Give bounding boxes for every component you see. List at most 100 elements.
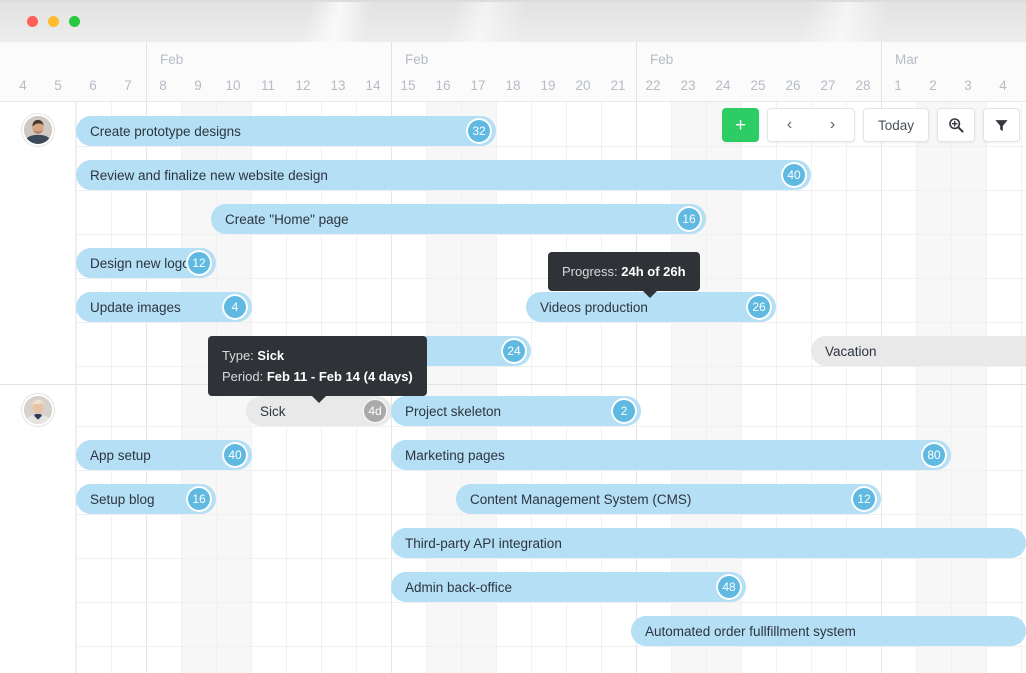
row-separator-9 bbox=[0, 558, 1026, 559]
tooltip-value: 24h of 26h bbox=[621, 264, 686, 279]
task-bar[interactable]: Automated order fullfillment system bbox=[631, 616, 1026, 646]
day-label-26: 2 bbox=[929, 78, 937, 93]
day-gridline-25 bbox=[916, 102, 917, 673]
month-label-1: Feb bbox=[405, 52, 429, 67]
filter-button[interactable] bbox=[983, 108, 1020, 142]
task-bar[interactable]: Vacation bbox=[811, 336, 1026, 366]
tooltip-label: Progress: bbox=[562, 264, 622, 279]
day-label-8: 12 bbox=[295, 78, 311, 93]
day-label-10: 14 bbox=[365, 78, 381, 93]
task-bar[interactable]: Third-party API integration bbox=[391, 528, 1026, 558]
task-bar-badge: 24 bbox=[501, 338, 527, 364]
task-bar-badge: 48 bbox=[716, 574, 742, 600]
day-label-5: 9 bbox=[194, 78, 202, 93]
week-gridline-3 bbox=[881, 102, 882, 673]
day-gridline-16 bbox=[601, 102, 602, 673]
task-bar-label: Content Management System (CMS) bbox=[470, 491, 692, 507]
task-bar[interactable]: Marketing pages 80 bbox=[391, 440, 951, 470]
zoom-window-button[interactable] bbox=[69, 16, 80, 27]
week-gridline-0 bbox=[146, 102, 147, 673]
navigation-buttons: ‹ › bbox=[767, 108, 855, 142]
day-label-24: 28 bbox=[855, 78, 871, 93]
row-separator-3 bbox=[0, 278, 1026, 279]
day-label-23: 27 bbox=[820, 78, 836, 93]
tooltip-line: Period: Feb 11 - Feb 14 (4 days) bbox=[222, 366, 413, 387]
day-gridline-18 bbox=[671, 102, 672, 673]
task-bar-badge: 4d bbox=[362, 398, 388, 424]
close-window-button[interactable] bbox=[27, 16, 38, 27]
day-label-9: 13 bbox=[330, 78, 346, 93]
task-bar[interactable]: Content Management System (CMS)12 bbox=[456, 484, 881, 514]
group-divider-line bbox=[0, 384, 1026, 385]
day-gridline-22 bbox=[811, 102, 812, 673]
day-label-14: 18 bbox=[505, 78, 521, 93]
day-gridline-27 bbox=[986, 102, 987, 673]
task-bar-badge: 4 bbox=[222, 294, 248, 320]
month-label-2: Feb bbox=[650, 52, 674, 67]
header-week-separator-1 bbox=[391, 42, 392, 102]
month-label-0: Feb bbox=[160, 52, 184, 67]
week-gridline-2 bbox=[636, 102, 637, 673]
day-label-20: 24 bbox=[715, 78, 731, 93]
row-separator-5 bbox=[0, 366, 1026, 367]
task-bar-badge: 26 bbox=[746, 294, 772, 320]
task-bar-label: Marketing pages bbox=[405, 447, 505, 463]
header-week-separator-3 bbox=[881, 42, 882, 102]
tooltip-line: Progress: 24h of 26h bbox=[562, 261, 686, 282]
task-bar-badge: 40 bbox=[781, 162, 807, 188]
day-label-12: 16 bbox=[435, 78, 451, 93]
day-label-18: 22 bbox=[645, 78, 661, 93]
task-bar[interactable]: Review and finalize new website design 40 bbox=[76, 160, 811, 190]
minimize-window-button[interactable] bbox=[48, 16, 59, 27]
day-label-11: 15 bbox=[400, 78, 416, 93]
filter-icon bbox=[995, 119, 1008, 131]
row-separator-11 bbox=[0, 646, 1026, 647]
row-separator-10 bbox=[0, 602, 1026, 603]
day-label-13: 17 bbox=[470, 78, 486, 93]
resource-avatar-2[interactable] bbox=[22, 394, 54, 426]
chrome-sheen bbox=[0, 2, 1026, 42]
day-label-22: 26 bbox=[785, 78, 801, 93]
day-gridline-14 bbox=[531, 102, 532, 673]
day-gridline-28 bbox=[1021, 102, 1022, 673]
today-button[interactable]: Today bbox=[863, 108, 929, 142]
task-bar-label: Videos production bbox=[540, 299, 648, 315]
task-bar-label: Third-party API integration bbox=[405, 535, 562, 551]
day-gridline-21 bbox=[776, 102, 777, 673]
chevron-right-icon: › bbox=[829, 116, 836, 133]
tooltip-value: Feb 11 - Feb 14 (4 days) bbox=[266, 369, 413, 385]
day-label-28: 4 bbox=[999, 78, 1007, 93]
task-bar-badge: 16 bbox=[676, 206, 702, 232]
task-bar-label: Sick bbox=[260, 403, 286, 419]
task-bar-label: Review and finalize new website design bbox=[90, 167, 328, 183]
task-bar-label: Automated order fullfillment system bbox=[645, 623, 856, 639]
day-label-15: 19 bbox=[540, 78, 556, 93]
resource-avatar-1[interactable] bbox=[22, 114, 54, 146]
task-bar-badge: 80 bbox=[921, 442, 947, 468]
tooltip-label: Type: bbox=[222, 348, 258, 363]
day-label-17: 21 bbox=[610, 78, 626, 93]
today-label: Today bbox=[877, 117, 915, 133]
day-label-3: 7 bbox=[124, 78, 132, 93]
next-period-button[interactable]: › bbox=[811, 109, 854, 141]
gantt-toolbar: + ‹ › Today bbox=[722, 108, 1026, 142]
day-label-7: 11 bbox=[260, 78, 276, 93]
day-gridline-2 bbox=[111, 102, 112, 673]
day-label-16: 20 bbox=[575, 78, 591, 93]
previous-period-button[interactable]: ‹ bbox=[768, 109, 811, 141]
zoom-button[interactable] bbox=[937, 108, 975, 142]
day-label-27: 3 bbox=[964, 78, 972, 93]
add-task-button[interactable]: + bbox=[722, 108, 759, 142]
